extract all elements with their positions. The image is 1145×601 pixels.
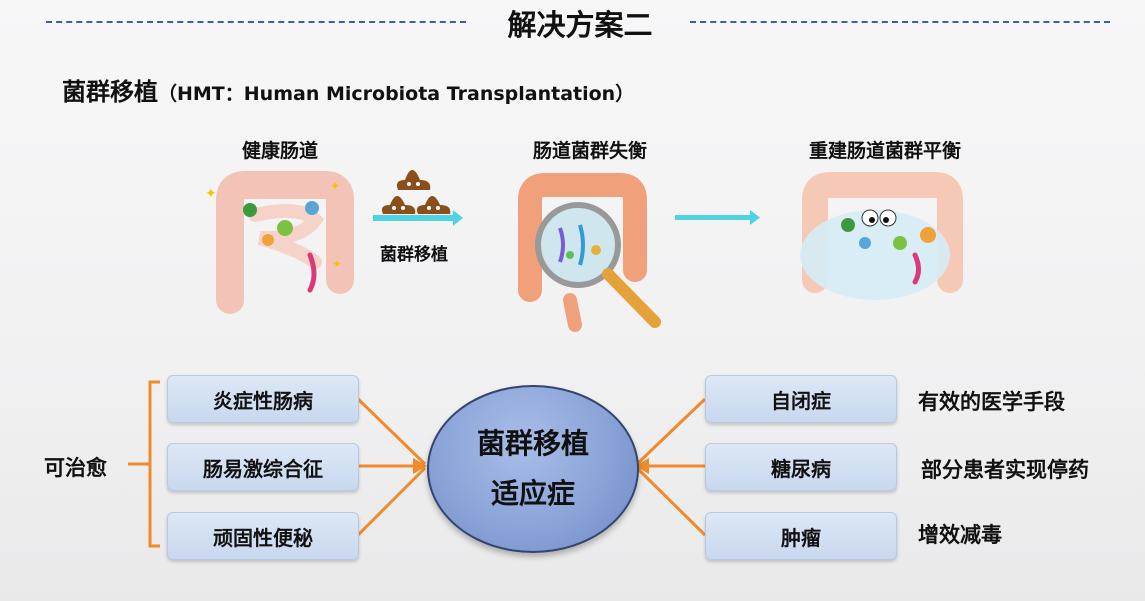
svg-text:✦: ✦ bbox=[205, 186, 217, 202]
center-line-1: 菌群移植 bbox=[476, 426, 589, 460]
indication-tumor: 肿瘤 bbox=[705, 512, 897, 560]
indication-ibd: 炎症性肠病 bbox=[167, 375, 359, 423]
indication-constipation: 顽固性便秘 bbox=[167, 512, 359, 560]
rebalanced-gut-illustration bbox=[800, 172, 963, 300]
left-bracket bbox=[128, 380, 160, 548]
transplant-arrow bbox=[373, 210, 463, 226]
center-line-2: 适应症 bbox=[490, 477, 575, 510]
subtitle-main: 菌群移植 bbox=[62, 78, 158, 106]
svg-text:✦: ✦ bbox=[332, 257, 342, 271]
subtitle: 菌群移植（HMT：Human Microbiota Transplantatio… bbox=[62, 72, 634, 107]
stage-label-rebuild: 重建肠道菌群平衡 bbox=[808, 140, 961, 162]
poop-icon bbox=[381, 170, 451, 214]
connector-arrowheads bbox=[413, 458, 649, 474]
curable-label: 可治愈 bbox=[44, 456, 107, 480]
title-rule-right bbox=[690, 21, 1110, 23]
imbalanced-gut-magnifier-illustration bbox=[518, 173, 661, 332]
effect-tumor: 增效减毒 bbox=[918, 523, 1002, 547]
title-rule-left bbox=[46, 21, 466, 23]
effect-autism: 有效的医学手段 bbox=[918, 390, 1065, 414]
svg-text:✦: ✦ bbox=[330, 179, 340, 193]
indication-autism: 自闭症 bbox=[705, 375, 897, 423]
connector-lines bbox=[356, 397, 707, 537]
page-title: 解决方案二 bbox=[507, 8, 653, 42]
transplant-arrow-label: 菌群移植 bbox=[380, 245, 448, 265]
stage-label-healthy: 健康肠道 bbox=[241, 140, 318, 162]
indication-diabetes: 糖尿病 bbox=[705, 443, 897, 491]
healthy-gut-illustration: ✦ ✦ ✦ bbox=[205, 171, 354, 314]
indication-ibs: 肠易激综合征 bbox=[167, 443, 359, 491]
rebuild-arrow bbox=[675, 210, 760, 225]
subtitle-paren: （HMT：Human Microbiota Transplantation） bbox=[158, 83, 635, 105]
stage-label-imbalance: 肠道菌群失衡 bbox=[532, 140, 647, 162]
effect-diabetes: 部分患者实现停药 bbox=[921, 458, 1089, 482]
center-circle: 菌群移植 适应症 bbox=[427, 385, 639, 553]
